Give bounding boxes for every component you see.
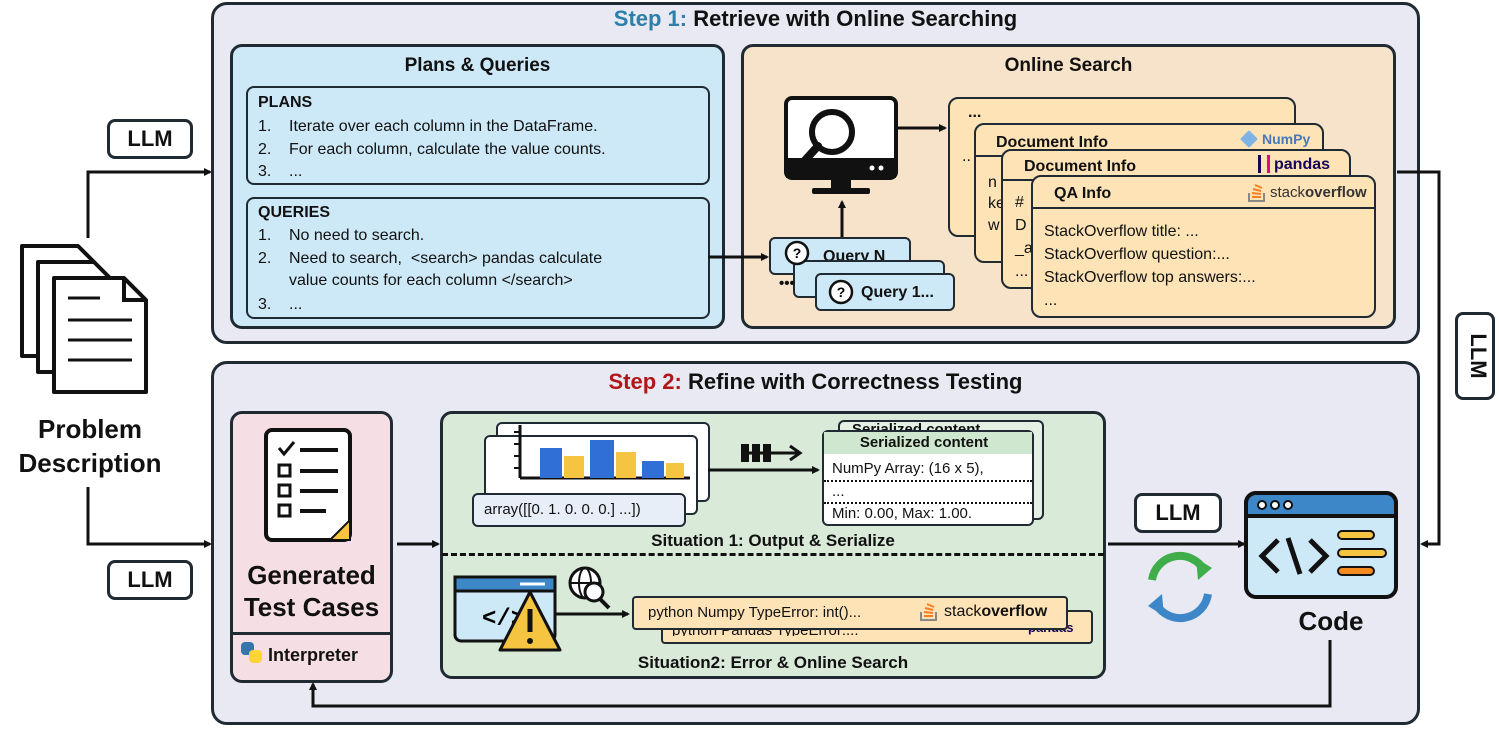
plan-text-2: For each column, calculate the value cou… — [289, 141, 606, 158]
query-num-1: 1. — [258, 227, 272, 244]
query-text-1: No need to search. — [289, 227, 425, 244]
plan-text-3: ... — [289, 163, 303, 180]
qa-stack-logo-icon — [1246, 181, 1268, 203]
svg-text:?: ? — [837, 284, 846, 300]
code-label: Code — [1298, 606, 1364, 636]
error-logo-overflow: overflow — [981, 603, 1048, 620]
query-1-box: Query 1... — [815, 273, 955, 311]
qa-line-3: StackOverflow top answers:... — [1044, 269, 1256, 286]
query-num-3: 3. — [258, 296, 272, 313]
llm-badge-bottom: LLM — [107, 560, 193, 600]
serialized-dotline-1 — [824, 480, 1032, 482]
plan-num-3: 3. — [258, 163, 272, 180]
serialized-line-1: NumPy Array: (16 x 5), — [832, 460, 984, 477]
serialized-back-title: Serialized content — [852, 421, 981, 431]
error-stack-logo-icon — [918, 600, 940, 622]
doc2-fragment-2: D — [1015, 217, 1027, 234]
interpreter-label: Interpreter — [268, 645, 359, 665]
situation-separator — [442, 553, 1104, 556]
qa-line-2: StackOverflow question:... — [1044, 246, 1230, 263]
plans-title: PLANS — [258, 94, 313, 111]
question-bubble-icon-1: ? — [828, 279, 854, 305]
tests-label-2: Test Cases — [243, 592, 380, 622]
doc1-fragment-1: n — [988, 174, 997, 191]
qa-card — [1031, 175, 1376, 318]
queries-title: QUERIES — [258, 204, 331, 221]
situation1-label: Situation 1: Output & Serialize — [651, 531, 895, 550]
document-title-pandas: Document Info — [1024, 158, 1136, 175]
plan-num-1: 1. — [258, 118, 272, 135]
step2-title-text: Refine with Correctness Testing — [681, 369, 1023, 394]
query-num-2: 2. — [258, 250, 272, 267]
step1-title: Step 1: Retrieve with Online Searching — [211, 6, 1420, 36]
doc1-fragment-3: w — [988, 217, 1000, 234]
error-card-front — [632, 596, 1068, 630]
qa-line-4: ... — [1044, 292, 1058, 309]
card-back-dots: ... — [968, 104, 982, 121]
qa-logo-stack: stack — [1270, 184, 1306, 201]
plans-queries-header: Plans & Queries — [404, 55, 551, 76]
queries-box — [246, 197, 710, 319]
llm-badge-middle: LLM — [1134, 493, 1222, 533]
doc1-fragment-2: ke — [988, 195, 1005, 212]
step1-prefix: Step 1: — [613, 6, 688, 31]
qa-logo-overflow: overflow — [1305, 184, 1367, 201]
doc2-fragment-3: _a — [1015, 240, 1033, 257]
interpreter-divider — [230, 632, 393, 635]
serialized-title: Serialized content — [859, 434, 989, 451]
plan-text-1: Iterate over each column in the DataFram… — [289, 118, 598, 135]
problem-label-1: Problem — [37, 414, 143, 444]
step2-title: Step 2: Refine with Correctness Testing — [211, 369, 1420, 399]
doc2-fragment-4: ... — [1015, 263, 1029, 280]
svg-text:?: ? — [793, 245, 802, 261]
serialized-line-2: ... — [832, 483, 845, 500]
pandas-logo-icon — [1258, 155, 1270, 173]
qa-stackoverflow-logo: stackoverflow — [1270, 184, 1367, 201]
query-text-2b: value counts for each column </search> — [289, 272, 573, 289]
numpy-logo: NumPy — [1262, 131, 1311, 147]
query-dots: ••• — [779, 275, 795, 292]
serialized-dotline-2 — [824, 502, 1032, 504]
error-stackoverflow-logo: stackoverflow — [944, 603, 1047, 621]
query-text-2a: Need to search, <search> pandas calculat… — [289, 250, 603, 267]
problem-label-2: Description — [18, 448, 162, 478]
llm-badge-vertical: LLM — [1455, 312, 1495, 400]
query-1-label: Query 1... — [861, 284, 934, 301]
qa-line-1: StackOverflow title: ... — [1044, 223, 1199, 240]
document-title-numpy: Document Info — [996, 134, 1108, 151]
serialized-line-3: Min: 0.00, Max: 1.00. — [832, 505, 973, 522]
query-text-3: ... — [289, 296, 303, 313]
pandas-logo: pandas — [1274, 156, 1331, 173]
array-text: array([[0. 1. 0. 0. 0.] ...]) — [484, 501, 641, 518]
error-front-text: python Numpy TypeError: int()... — [648, 604, 862, 621]
qa-divider — [1031, 207, 1376, 209]
qa-title: QA Info — [1054, 185, 1112, 202]
plans-box — [246, 86, 710, 185]
card-back-line: .. — [962, 148, 971, 165]
serialized-header-bar — [824, 432, 1032, 454]
question-bubble-icon-n: ? — [784, 240, 810, 266]
online-search-header: Online Search — [1004, 55, 1133, 76]
tests-label-1: Generated — [247, 560, 376, 590]
step1-title-text: Retrieve with Online Searching — [687, 6, 1018, 31]
doc2-fragment-1: # — [1015, 194, 1024, 211]
step2-prefix: Step 2: — [608, 369, 682, 394]
llm-badge-top: LLM — [107, 119, 193, 159]
situation2-label: Situation2: Error & Online Search — [637, 653, 909, 672]
array-thumb-front — [472, 493, 686, 527]
plan-num-2: 2. — [258, 141, 272, 158]
error-logo-stack: stack — [944, 603, 982, 620]
